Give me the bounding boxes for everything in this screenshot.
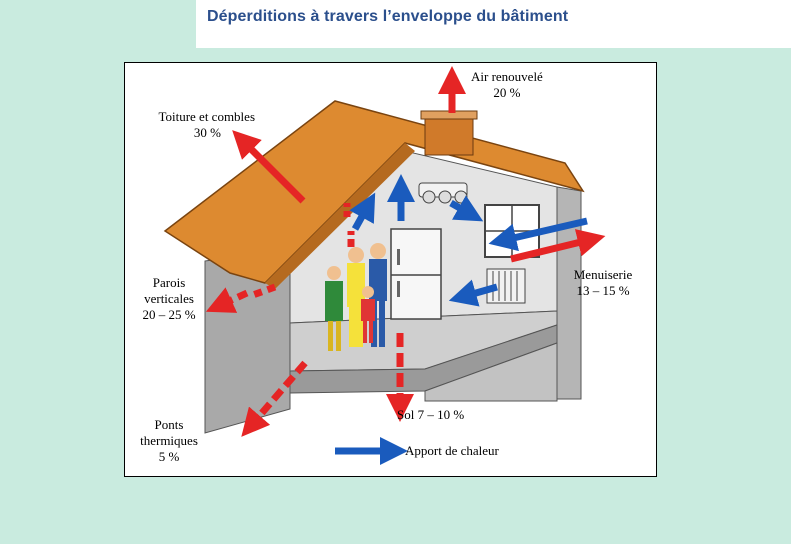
arrow-gain-window-top	[488, 217, 588, 252]
arrow-gain-radiator	[448, 279, 498, 307]
label-parois: Parois verticales 20 – 25 %	[142, 275, 196, 322]
roof-underside	[265, 143, 415, 289]
loss-arrows	[205, 66, 606, 437]
chimney	[424, 114, 474, 156]
arrow-gain-ventilation	[449, 195, 484, 222]
label-sol: Sol 7 – 10 %	[397, 407, 465, 422]
arrow-menuiserie	[510, 229, 606, 263]
label-menuiserie: Menuiserie 13 – 15 %	[573, 267, 633, 298]
arrow-toiture	[232, 130, 306, 204]
gain-arrows	[335, 174, 588, 465]
family-figures	[325, 243, 387, 351]
roof	[163, 100, 585, 284]
ventilation-unit	[418, 182, 468, 204]
arrow-ponts	[241, 360, 308, 437]
arrow-parois-2	[251, 283, 277, 299]
house-diagram	[163, 66, 606, 465]
label-toiture: Toiture et combles 30 %	[158, 109, 255, 140]
refrigerator	[390, 228, 442, 320]
page-title: Déperditions à travers l’enveloppe du bâ…	[207, 8, 569, 25]
arrow-parois	[205, 287, 249, 313]
arrow-gain-up-2	[349, 192, 376, 231]
legend-label: Apport de chaleur	[405, 443, 499, 458]
diagram-frame: Air renouvelé 20 % Toiture et combles 30…	[124, 62, 657, 477]
label-air: Air renouvelé 20 %	[471, 69, 543, 100]
title-tab-decoration	[0, 0, 196, 48]
title-bar: Déperditions à travers l’enveloppe du bâ…	[0, 0, 791, 48]
label-ponts: Ponts thermiques 5 %	[140, 417, 198, 464]
foundation-right	[424, 342, 558, 402]
